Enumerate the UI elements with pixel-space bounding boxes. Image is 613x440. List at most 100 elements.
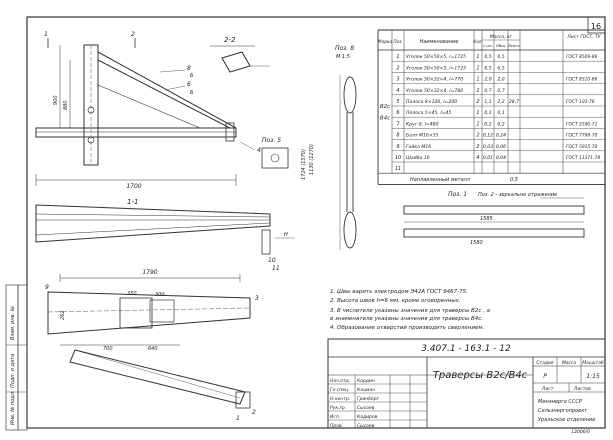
dim-640: 640 [148, 346, 158, 352]
dim-900: 900 [53, 95, 59, 105]
label-9: 9 [45, 284, 49, 291]
table-cell-gost: ГОСТ 2590-71 [566, 121, 598, 127]
tb-name: Гринберг [357, 396, 380, 402]
section-2-2-title: 2-2 [224, 36, 236, 44]
table-cell-qty: 2 [476, 144, 479, 150]
table-cell-pos: 10 [395, 155, 401, 161]
th-name: Наименование [420, 39, 459, 45]
table-cell-pos: 3 [396, 77, 399, 83]
mass-label: Масса [562, 360, 577, 366]
org-3: Уральское отделение [538, 417, 595, 423]
table-cell-mass-total: 0,2 [497, 121, 504, 127]
stamp-vzam-inv: Взам. инв. № [10, 306, 16, 340]
table-cell-qty: 1 [476, 121, 479, 127]
table-cell-mass-one: 1,1 [484, 99, 491, 105]
table-cell-pos: 5 [396, 99, 399, 105]
table-cell-gost: ГОСТ 11371-78 [566, 155, 600, 161]
drawing-code: 3.407.1 - 163.1 - 12 [421, 344, 511, 354]
main-elevation-view [35, 38, 256, 186]
total-value: 0,5 [510, 177, 518, 183]
pos2-mirror-note: Поз. 2 - зеркально отражение [478, 192, 557, 198]
table-cell-pos: 8 [396, 133, 399, 139]
dim-880: 880 [63, 100, 69, 110]
table-cell-gost: ГОСТ 8510-86 [566, 77, 598, 83]
tb-name: Кадиров [357, 414, 378, 420]
table-cell-mass-all: 28,7 [509, 99, 519, 105]
dim-262: 262 [60, 310, 66, 320]
table-cell-name: Полоса 8×100, l=200 [406, 99, 457, 105]
tb-name: Сысоев [357, 405, 375, 411]
dim-h: H [284, 232, 288, 238]
table-cell-mass-one: 0,2 [484, 121, 491, 127]
label-8: 8 [187, 65, 191, 72]
dim-1724: 1724 (1570) [301, 149, 307, 180]
table-cell-name: Уголок 50×50×5, l=1725 [406, 65, 466, 71]
label-2: 2 [252, 409, 256, 416]
table-cell-gost: ГОСТ 103-76 [566, 99, 595, 105]
table-cell-qty: 4 [476, 155, 479, 161]
table-cell-mass-total: 0,06 [496, 144, 506, 150]
section-1-1-title: 1-1 [127, 198, 138, 206]
th-qty: Кол. [473, 39, 483, 44]
pos1-title: Поз. 1 [448, 191, 467, 198]
table-cell-mass-one: 0,7 [484, 88, 491, 94]
table-cell-name: Уголок 50×32×4, l=780 [406, 88, 463, 94]
table-cell-gost: ГОСТ 8509-86 [566, 54, 598, 60]
table-cell-name: Гайка М16 [406, 144, 431, 150]
table-cell-qty: 2 [476, 133, 479, 139]
table-cell-mass-total: 0,7 [497, 88, 504, 94]
sheet-number-box [587, 16, 606, 34]
table-cell-mass-one: 2,0 [484, 77, 491, 83]
tb-role: Рук.гр. [330, 405, 346, 411]
tb-name: Кордин [357, 378, 375, 384]
dim-1580: 1580 [470, 240, 483, 246]
section-2-2 [210, 45, 270, 73]
notes-block: 1. Швы варить электродом Э42А ГОСТ 9467-… [330, 289, 491, 331]
sheet-number: 16 [591, 22, 601, 31]
title-block-signatures: Нач.отд.КординГл.спец.КацманН.контр.Грин… [330, 378, 380, 429]
weld-label-1: Б [190, 73, 194, 79]
tb-role: Пров. [330, 423, 343, 429]
table-cell-name: Уголок 50×32×4, l=770 [406, 77, 463, 83]
title-block [327, 338, 606, 429]
org-2: Сельэнергопроект [538, 408, 588, 414]
th-gost: Лист ГОСТ, ТУ [566, 34, 600, 40]
th-mass: Масса, кг [490, 34, 513, 40]
table-cell-mass-total: 6,5 [497, 54, 504, 60]
table-cell-pos: 6 [396, 110, 399, 116]
table-cell-pos: 11 [395, 166, 401, 172]
dim-1585: 1585 [480, 216, 493, 222]
table-cell-mass-total: 0,1 [497, 110, 504, 116]
scale-value: 1:15 [586, 373, 600, 380]
weld-label-2: Б [190, 90, 194, 96]
note-1: 1. Швы варить электродом Э42А ГОСТ 9467-… [330, 289, 468, 295]
table-cell-mass-one: 0,1 [484, 110, 491, 116]
section-1-1 [35, 204, 295, 255]
label-4: 4 [257, 147, 261, 154]
sheets-label: Листов [573, 386, 591, 392]
org-1: Минэнерго СССР [538, 399, 582, 405]
table-cell-name: Уголок 50×50×5, l=1725 [406, 54, 466, 60]
note-2: 2. Высота швов h=6 мм, кроме оговоренных… [330, 298, 461, 304]
pos8-detail [339, 75, 357, 250]
table-cell-mass-total: 2,0 [497, 77, 504, 83]
table-cell-qty: 1 [476, 65, 479, 71]
label-11: 11 [272, 265, 280, 272]
table-cell-pos: 1 [396, 54, 399, 60]
table-cell-qty: 1 [476, 54, 479, 60]
table-cell-qty: 1 [476, 88, 479, 94]
table-cell-gost: ГОСТ 5915-70 [566, 144, 598, 150]
inner-frame [26, 16, 606, 429]
dim-700: 700 [103, 346, 113, 352]
label-10: 10 [268, 257, 276, 264]
dim-1790: 1790 [142, 269, 157, 276]
tb-name: Кацман [357, 387, 375, 393]
table-cell-mass-one: 0,03 [483, 144, 493, 150]
scale-label: Масштаб [582, 360, 604, 366]
pos5-title: Поз. 5 [262, 137, 281, 144]
note-3: 3. В числителе указаны значения для трав… [330, 308, 491, 314]
table-cell-mass-one: 0,01 [483, 155, 493, 161]
th-mass-total: Общ. [496, 43, 506, 48]
